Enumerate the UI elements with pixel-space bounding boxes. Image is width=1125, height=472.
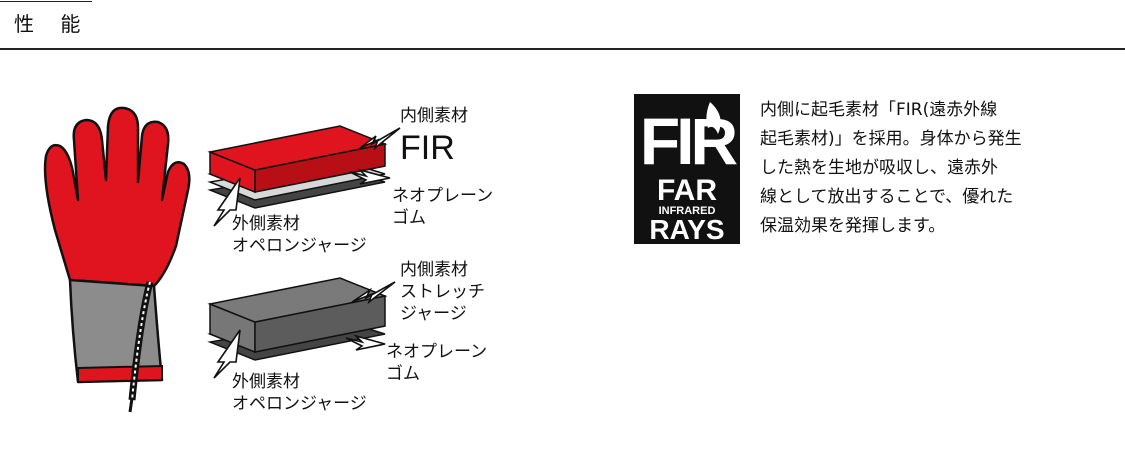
- logo-infrared-text: INFRARED: [659, 205, 716, 217]
- logo-rays-text: RAYS: [649, 214, 724, 244]
- diagram-graphics: [43, 106, 401, 413]
- description-line: 起毛素材)」を採用。身体から発生: [760, 129, 1022, 149]
- layer-stack-bottom: [207, 277, 388, 361]
- section-header: 性 能: [0, 0, 1125, 50]
- label-top-middle-line1: ネオプレーン: [392, 186, 494, 206]
- description-line: 保温効果を発揮します。: [760, 216, 946, 236]
- description-line: した熱を生地が吸収し、遠赤外: [760, 158, 998, 178]
- label-bottom-inner-line3: ジャージ: [400, 304, 467, 324]
- flame-icon: [706, 102, 721, 134]
- label-bottom-outer-line2: オペロンジャージ: [232, 394, 367, 414]
- arrows-top: [213, 127, 401, 227]
- glove-illustration: [43, 106, 191, 413]
- label-bottom-inner-line2: ストレッチ: [400, 282, 485, 302]
- material-diagram: 内側素材 FIR ネオプレーン ゴム 外側素材 オペロンジャージ 内側素材 スト…: [0, 60, 560, 460]
- label-bottom-middle-line1: ネオプレーン: [386, 342, 488, 362]
- glove-cuff-edge: [77, 364, 163, 384]
- label-bottom-outer-line1: 外側素材: [232, 372, 300, 392]
- description-line: 内側に起毛素材「FIR(遠赤外線: [760, 100, 998, 120]
- logo-fir-text: FIR: [640, 104, 738, 178]
- label-top-inner-material: 内側素材: [400, 106, 468, 126]
- fir-logo: FIR FAR INFRARED RAYS: [634, 94, 741, 245]
- header-accent-rule: [0, 1, 92, 2]
- label-top-middle-line2: ゴム: [392, 208, 426, 228]
- label-top-inner-name: FIR: [400, 129, 455, 167]
- arrows-bottom: [213, 281, 396, 379]
- label-bottom-inner-line1: 内側素材: [400, 260, 468, 280]
- label-top-outer-line1: 外側素材: [232, 214, 300, 234]
- glove-red-shell: [43, 106, 191, 288]
- section-title: 性 能: [14, 12, 91, 36]
- logo-far-text: FAR: [657, 174, 717, 207]
- layer-stack-top: [207, 125, 388, 209]
- header-divider: [0, 48, 1125, 50]
- label-top-outer-line2: オペロンジャージ: [232, 236, 367, 256]
- label-bottom-middle-line2: ゴム: [386, 364, 420, 384]
- fir-description: 内側に起毛素材「FIR(遠赤外線 起毛素材)」を採用。身体から発生 した熱を生地…: [760, 96, 1090, 241]
- fir-logo-graphic: FIR FAR INFRARED RAYS: [634, 94, 741, 245]
- description-line: 線として放出することで、優れた: [760, 187, 1014, 207]
